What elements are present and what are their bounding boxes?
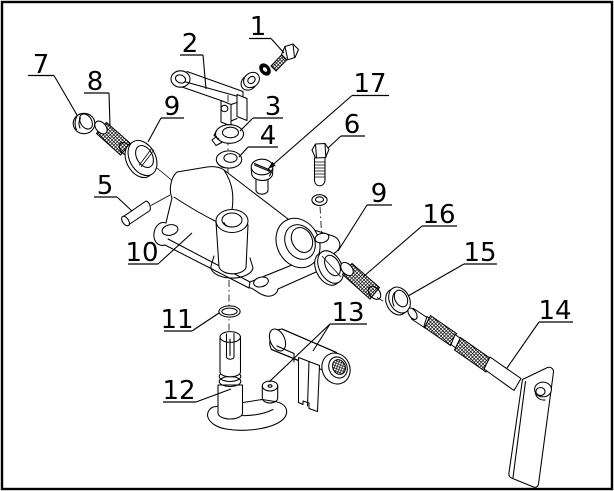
callout-8: 8 — [84, 67, 111, 127]
callout-11: 11 — [160, 305, 220, 335]
part-8-coil-spring — [94, 120, 133, 156]
callout-10: 10 — [125, 232, 193, 268]
callout-number: 9 — [371, 179, 388, 209]
callout-16: 16 — [362, 200, 457, 278]
callout-15: 15 — [407, 238, 497, 297]
part-16-coil-spring — [340, 261, 382, 300]
part-7-seal-ring — [72, 112, 96, 135]
part-1-hex-bolt-washer-nut — [240, 43, 300, 91]
part-5-dowel-pin — [121, 200, 151, 227]
part-6-hex-bolt-spring-washer — [311, 142, 330, 206]
callout-number: 11 — [160, 305, 193, 335]
part-15-seal-ring — [385, 286, 411, 316]
callout-number: 9 — [164, 92, 181, 122]
callout-1: 1 — [249, 12, 285, 54]
part-4-flat-washer — [215, 150, 243, 169]
callout-2: 2 — [180, 29, 207, 90]
part-2-clevis-bracket — [170, 70, 248, 127]
callout-number: 8 — [87, 67, 104, 97]
part-9-washer-right — [314, 250, 344, 286]
callout-14: 14 — [506, 296, 573, 369]
part-17-slotted-screw-plug — [250, 158, 274, 195]
callout-number: 3 — [265, 92, 282, 122]
callout-number: 15 — [463, 238, 496, 268]
callout-number: 13 — [331, 298, 364, 328]
callout-6: 6 — [327, 110, 365, 149]
callout-number: 1 — [250, 12, 267, 42]
callout-number: 17 — [353, 69, 386, 99]
callout-4: 4 — [238, 121, 278, 158]
callout-number: 4 — [260, 121, 277, 151]
callout-number: 6 — [344, 110, 361, 140]
callout-number: 5 — [97, 171, 114, 201]
callout-3: 3 — [239, 92, 283, 132]
part-12-plunger-with-base — [207, 331, 288, 431]
part-3-tab-lock-washer — [211, 124, 245, 147]
callout-12: 12 — [162, 376, 232, 406]
callout-7: 7 — [28, 50, 78, 116]
part-11-o-ring — [218, 305, 241, 318]
callout-number: 12 — [162, 376, 195, 406]
callout-5: 5 — [94, 171, 133, 212]
callout-9: 9 — [337, 179, 392, 252]
callout-number: 10 — [125, 238, 158, 268]
part-14-splined-shaft-lever — [407, 307, 555, 488]
callout-number: 7 — [33, 50, 50, 80]
part-10-housing-body — [153, 166, 341, 297]
callout-9: 9 — [147, 92, 184, 143]
part-13-splined-socket-lever — [268, 328, 351, 413]
callout-number: 16 — [422, 200, 455, 230]
callout-17: 17 — [267, 69, 389, 170]
callout-13: 13 — [268, 298, 367, 383]
callout-number: 2 — [182, 29, 199, 59]
callout-number: 14 — [538, 296, 571, 326]
part-9-washer-left — [124, 139, 158, 179]
